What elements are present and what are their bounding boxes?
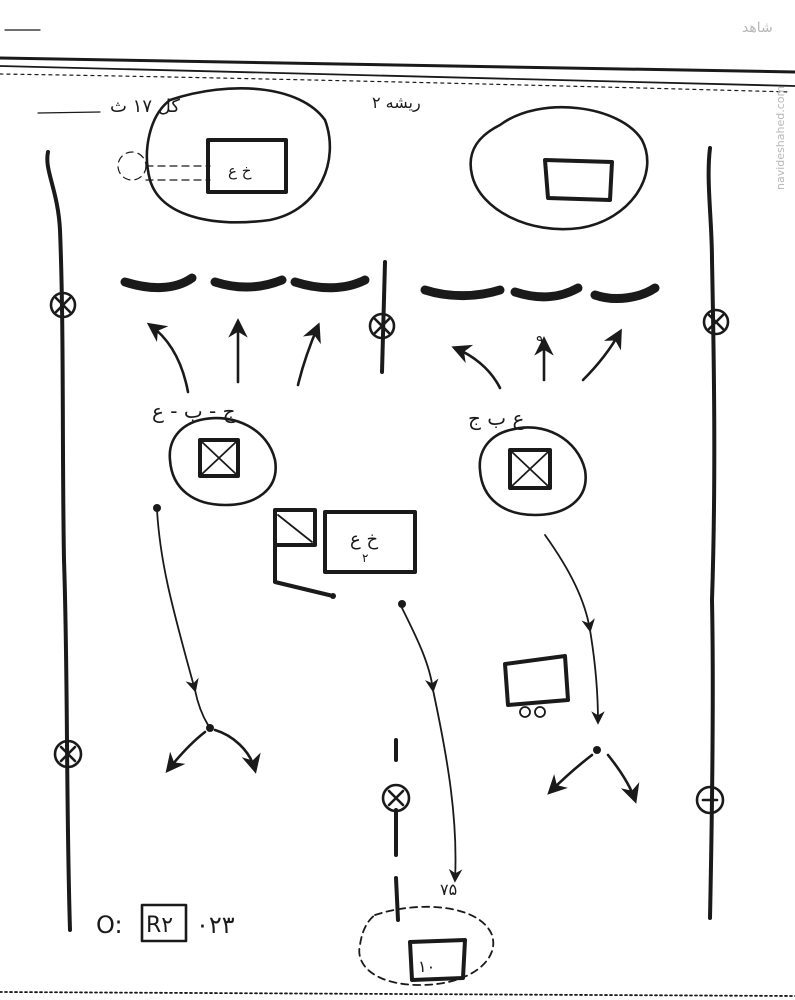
movement-paths <box>153 504 640 883</box>
bottom-goal-zone: ۱۰ <box>358 905 495 986</box>
bottom-border <box>0 991 795 997</box>
top-center-label: ریشه ۲ <box>372 93 421 113</box>
center-box-sublabel: ۲ <box>362 551 368 565</box>
watermark-logo: شاهد <box>742 20 773 36</box>
top-left-box-label: خ ع <box>228 162 252 180</box>
bottom-box-label: ۱۰ <box>418 957 435 976</box>
right-arrow-mark: ۹ <box>536 333 544 349</box>
dashed-marker <box>117 151 147 181</box>
player-marker-bottom-center <box>381 783 411 813</box>
player-marker-center <box>368 312 396 340</box>
footer-code-number: ۰۲۳ <box>196 911 235 939</box>
top-border <box>0 29 795 93</box>
footer-code: O: R۲ ۰۲۳ <box>96 903 235 943</box>
top-label-underline <box>37 111 101 114</box>
top-right-zone <box>469 105 649 231</box>
center-box-label: خ ع <box>350 529 378 550</box>
footer-prefix: O: <box>96 911 123 939</box>
player-marker-left-top <box>49 291 77 319</box>
center-box-group: خ ع ۲ <box>273 508 417 599</box>
bottom-mark: ۷۵ <box>440 880 457 899</box>
left-sideline <box>45 150 72 932</box>
center-post <box>380 260 387 374</box>
left-circled-box <box>168 416 277 507</box>
top-label: گل ۱۷ ث <box>110 95 180 117</box>
footer-code-box: R۲ <box>146 913 173 938</box>
top-left-box <box>206 138 288 194</box>
cart-box <box>503 654 570 718</box>
player-marker-right-top <box>702 308 730 336</box>
right-group-label: ع ب ج <box>468 406 524 430</box>
top-left-zone: خ ع <box>117 87 332 224</box>
bottom-center-post <box>394 738 400 922</box>
top-right-box <box>543 158 614 202</box>
center-box <box>323 510 417 574</box>
player-marker-right-bottom <box>695 785 725 815</box>
player-markers <box>49 291 730 815</box>
watermark-text: navideshahed.com <box>774 86 787 190</box>
center-small-box <box>273 508 317 547</box>
brush-strokes-row <box>120 273 660 304</box>
right-circled-box <box>478 426 587 517</box>
upward-arrows <box>146 318 622 394</box>
right-sideline <box>706 146 717 920</box>
player-marker-left-bottom <box>53 739 83 769</box>
